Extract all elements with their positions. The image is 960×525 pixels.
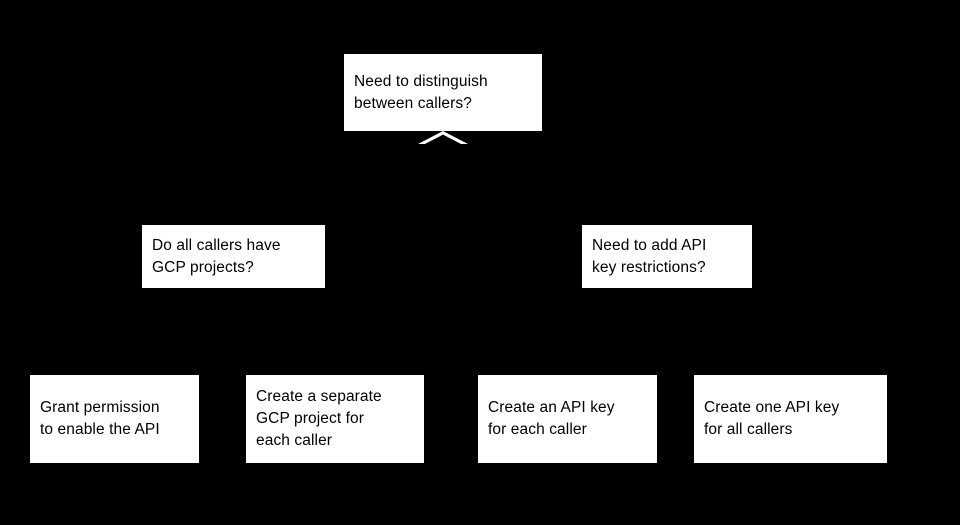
flowchart-node-separate-project[interactable]: Create a separate GCP project for each c… <box>246 375 424 463</box>
flowchart-node-separate-project-label: Create a separate GCP project for each c… <box>256 388 382 449</box>
flowchart-node-gcp-projects-label: Do all callers have GCP projects? <box>152 236 281 276</box>
flowchart-node-key-each-caller-label: Create an API key for each caller <box>488 399 615 438</box>
flowchart-node-root[interactable]: Need to distinguish between callers? <box>343 53 543 132</box>
flowchart-node-api-restrictions[interactable]: Need to add API key restrictions? <box>582 225 752 288</box>
chevron-up-icon <box>418 131 468 144</box>
flowchart-node-root-label: Need to distinguish between callers? <box>354 72 488 112</box>
flowchart-node-grant-permission-label: Grant permission to enable the API <box>40 399 160 438</box>
flowchart-node-grant-permission[interactable]: Grant permission to enable the API <box>30 375 199 463</box>
flowchart-node-api-restrictions-label: Need to add API key restrictions? <box>592 236 707 276</box>
flowchart-node-key-all-callers-label: Create one API key for all callers <box>704 399 840 438</box>
flowchart-node-key-each-caller[interactable]: Create an API key for each caller <box>478 375 657 463</box>
flowchart-node-gcp-projects[interactable]: Do all callers have GCP projects? <box>142 225 325 288</box>
flowchart-node-key-all-callers[interactable]: Create one API key for all callers <box>694 375 887 463</box>
